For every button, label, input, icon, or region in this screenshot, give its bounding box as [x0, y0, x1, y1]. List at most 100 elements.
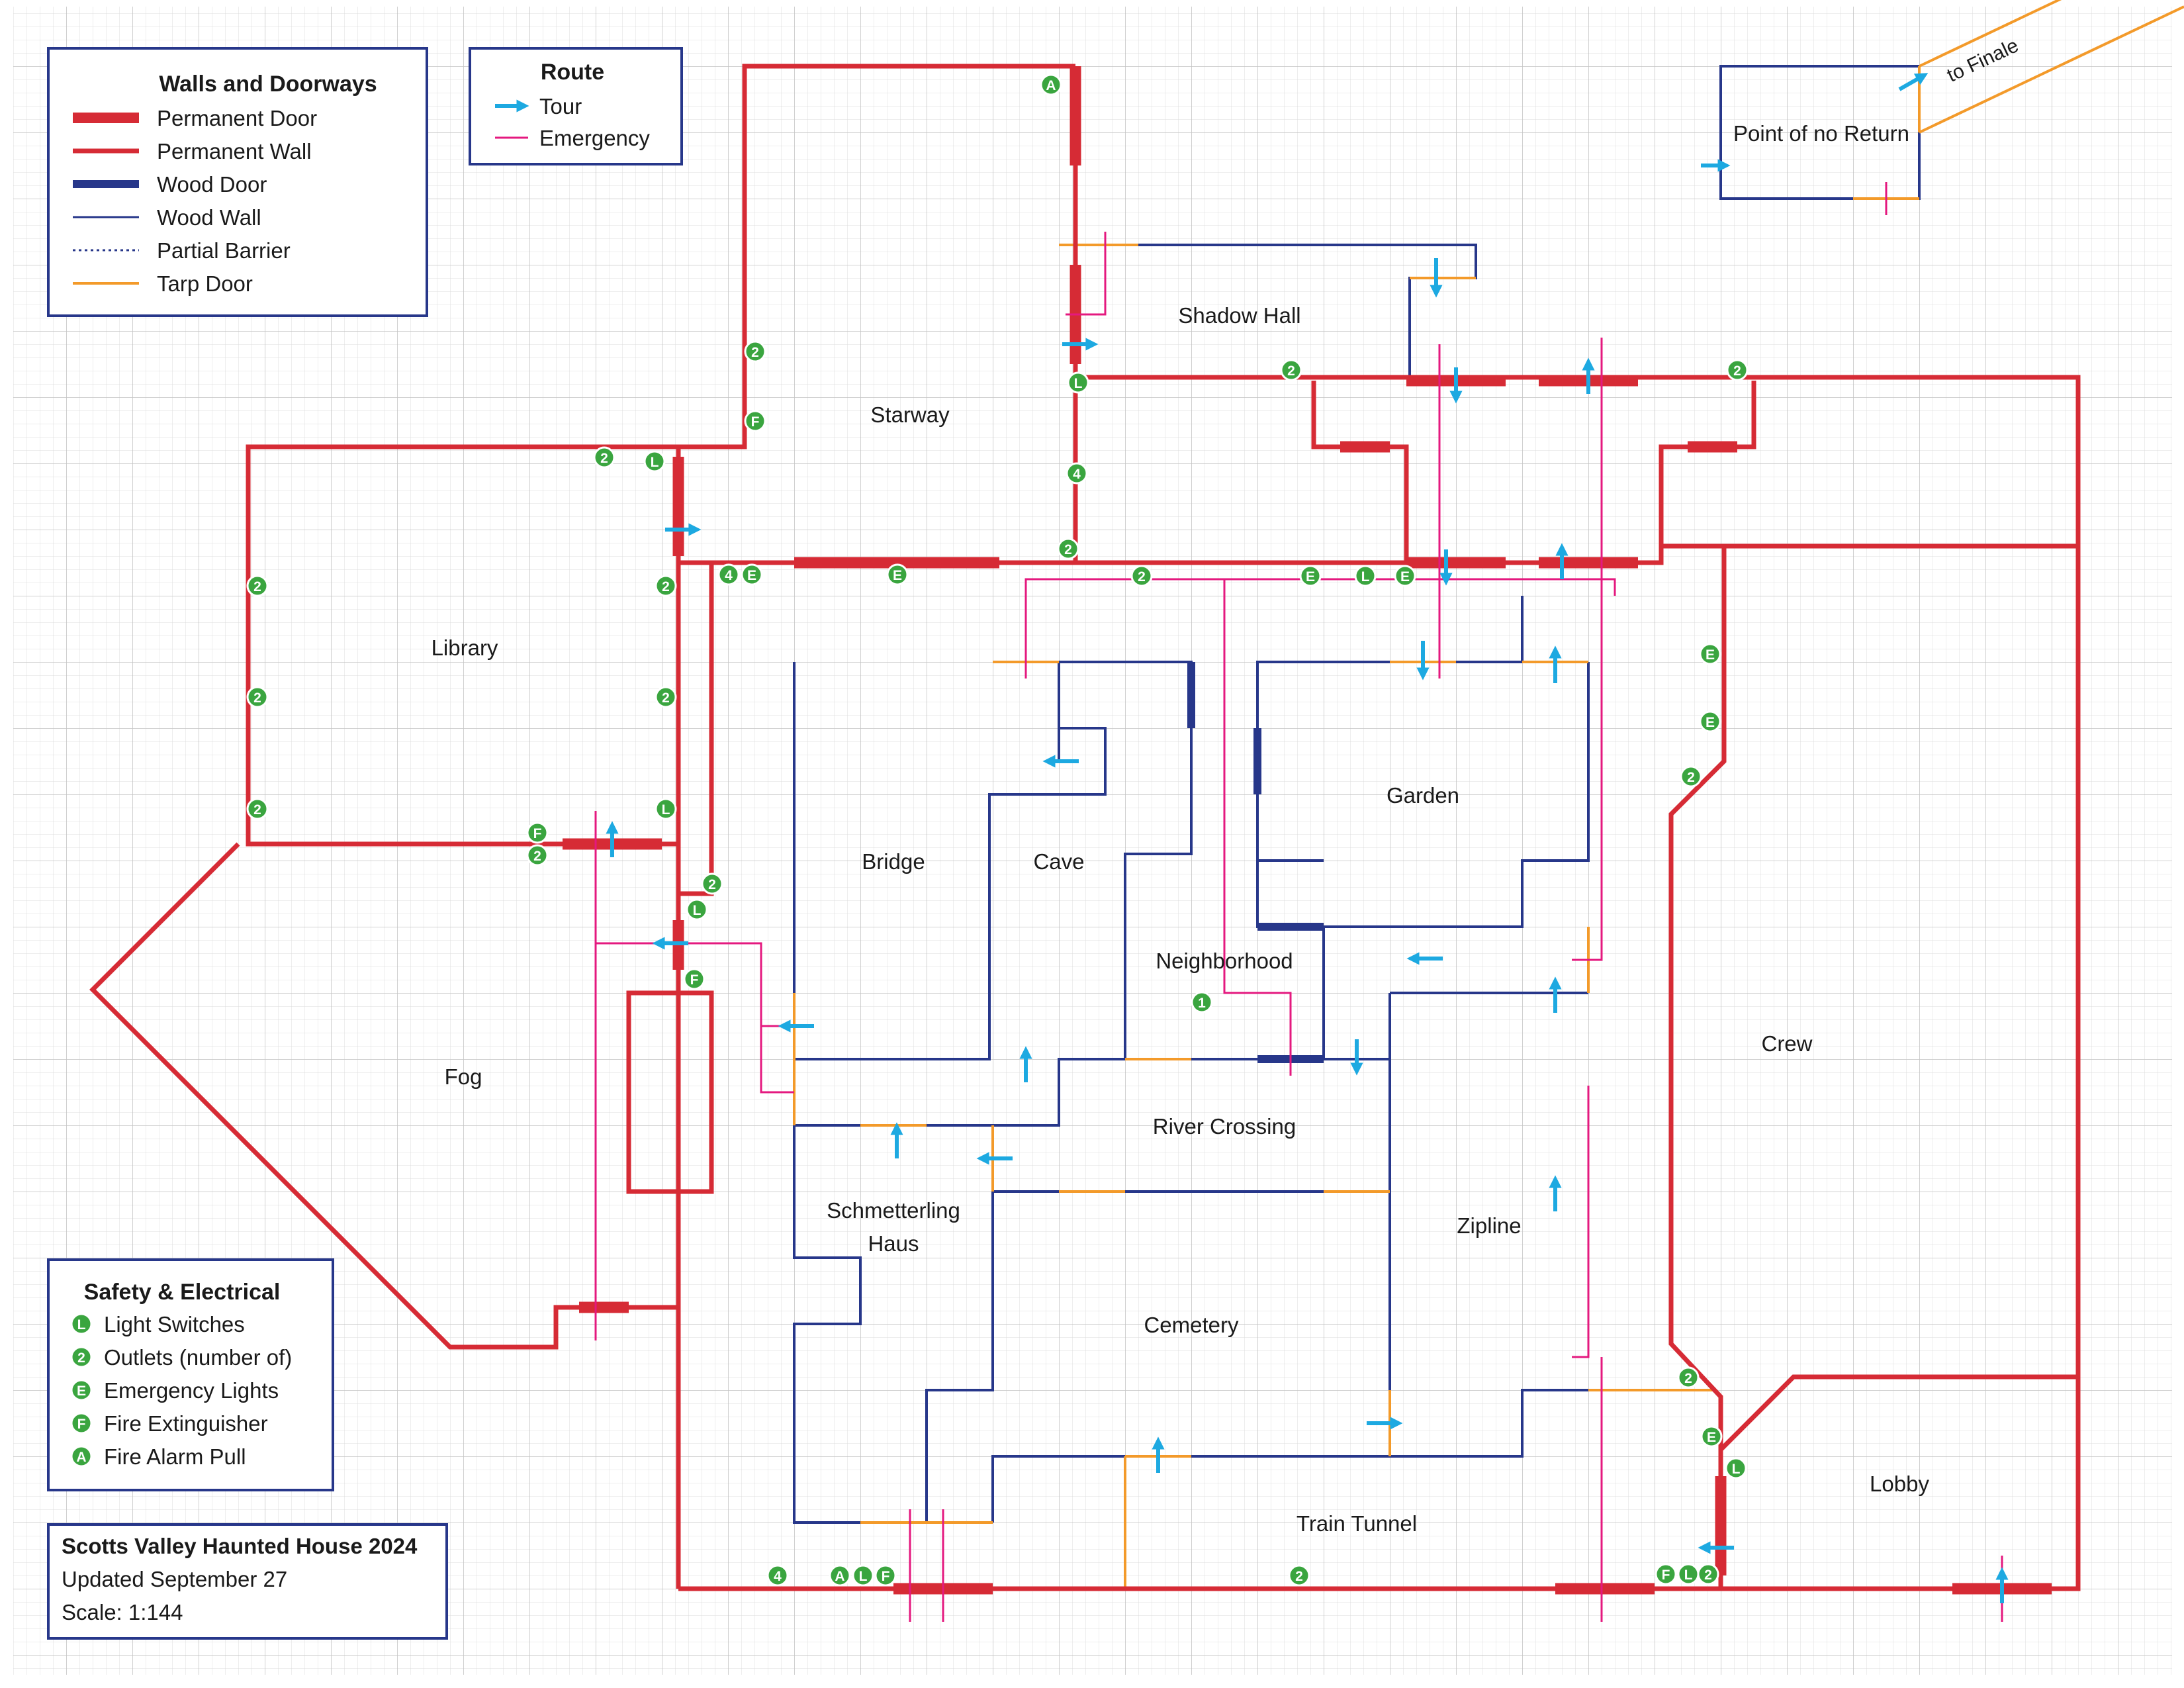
safety-badge-symbol: E	[747, 568, 756, 583]
safety-badge-symbol: L	[1732, 1462, 1741, 1477]
safety-badge: 2	[526, 844, 549, 867]
legend-item-wood-wall: Wood Wall	[157, 205, 261, 230]
safety-badge-symbol: A	[76, 1450, 86, 1465]
safety-badge-symbol: 2	[600, 451, 608, 466]
safety-badge-symbol: 2	[1684, 1371, 1692, 1386]
safety-badge-symbol: L	[77, 1317, 86, 1333]
legend-route: Route Tour Emergency	[469, 47, 683, 165]
safety-badge-symbol: E	[1306, 569, 1315, 585]
safety-badge: A	[829, 1564, 851, 1587]
safety-badge-symbol: 2	[253, 579, 261, 594]
room-label-cave: Cave	[1033, 849, 1084, 874]
room-label-schmetterling: Schmetterling	[827, 1198, 960, 1223]
safety-badge-symbol: 2	[1687, 770, 1695, 785]
safety-badge: L	[1725, 1457, 1747, 1479]
safety-badge-symbol: 2	[253, 802, 261, 818]
safety-badge-symbol: A	[835, 1569, 844, 1584]
safety-badge: F	[874, 1564, 897, 1587]
safety-badge-symbol: F	[751, 414, 760, 430]
safety-badge-symbol: 1	[1198, 996, 1206, 1011]
safety-badge-symbol: L	[693, 903, 702, 918]
safety-badge-symbol: 2	[1064, 542, 1072, 557]
safety-badge-symbol: 2	[1704, 1568, 1712, 1583]
safety-badge: 2	[744, 340, 766, 363]
legend-safety-item: Outlets (number of)	[104, 1345, 292, 1370]
legend-safety-item: Fire Alarm Pull	[104, 1444, 246, 1469]
legend-item-tarp-door: Tarp Door	[157, 271, 253, 296]
safety-badge-symbol: 2	[1287, 363, 1295, 379]
safety-badge-symbol: L	[1361, 569, 1370, 585]
safety-badge: 2	[1288, 1564, 1310, 1587]
safety-badge: E	[1699, 710, 1721, 733]
tour-arrow	[1898, 73, 1929, 91]
safety-badge-symbol: E	[1707, 1430, 1716, 1445]
safety-badge-symbol: 2	[253, 690, 261, 706]
safety-badge: 2	[246, 686, 269, 708]
tour-arrows	[606, 73, 2009, 1603]
safety-badge: E	[886, 563, 909, 586]
safety-badge-symbol: F	[77, 1417, 86, 1432]
safety-badge-symbol: L	[1684, 1568, 1693, 1583]
room-label-lobby: Lobby	[1870, 1472, 1929, 1496]
legend-safety-item: Emergency Lights	[104, 1378, 279, 1403]
safety-badge: 2	[1726, 359, 1749, 381]
safety-badge: L	[655, 798, 677, 820]
safety-badge: E	[1699, 643, 1721, 665]
room-label-library: Library	[432, 635, 498, 660]
room-label-cemetery: Cemetery	[1144, 1313, 1239, 1337]
room-labels: Point of no Return to Finale Shadow Hall…	[432, 34, 2023, 1536]
safety-badge: F	[70, 1412, 93, 1434]
safety-badge: F	[1655, 1563, 1677, 1585]
safety-badge: E	[70, 1379, 93, 1401]
safety-badge-symbol: F	[690, 972, 699, 988]
safety-badge: 2	[1130, 565, 1153, 587]
legend-walls-title: Walls and Doorways	[159, 71, 377, 97]
safety-badge: L	[1677, 1563, 1700, 1585]
safety-badge-symbol: 2	[1733, 363, 1741, 379]
safety-badge-symbol: 2	[77, 1350, 85, 1366]
info-scale: Scale: 1:144	[62, 1600, 183, 1624]
safety-badge: E	[741, 563, 763, 586]
safety-badge: A	[70, 1445, 93, 1468]
safety-badge-symbol: E	[1400, 569, 1410, 585]
safety-badge: 4	[1066, 462, 1088, 485]
legend-safety-item: Fire Extinguisher	[104, 1411, 268, 1436]
safety-badge: L	[70, 1313, 93, 1335]
safety-badge: L	[852, 1564, 874, 1587]
legend-route-title: Route	[541, 60, 604, 85]
safety-badge: L	[643, 450, 666, 473]
safety-badge: 4	[766, 1564, 789, 1587]
safety-badge-symbol: 2	[1295, 1569, 1303, 1584]
room-label-bridge: Bridge	[862, 849, 925, 874]
safety-badge: L	[1354, 565, 1377, 587]
safety-badge: E	[1299, 565, 1322, 587]
safety-badge-symbol: E	[1706, 715, 1715, 730]
legend-walls: Walls and Doorways Permanent Door Perman…	[47, 47, 428, 317]
safety-badge: L	[1067, 371, 1089, 394]
legend-safety-title: Safety & Electrical	[84, 1280, 281, 1305]
room-label-fog: Fog	[445, 1064, 482, 1089]
safety-badge-symbol: 4	[725, 568, 733, 583]
safety-badge-symbol: 2	[662, 579, 670, 594]
safety-badge: F	[744, 410, 766, 432]
safety-badge-symbol: 2	[662, 690, 670, 706]
legend-safety: Safety & Electrical L Light Switches 2 Outl…	[47, 1258, 334, 1491]
room-label-river-crossing: River Crossing	[1153, 1114, 1296, 1139]
legend-item-tour: Tour	[539, 94, 582, 118]
safety-badge: 4	[717, 563, 740, 586]
safety-badge: 2	[1280, 359, 1302, 381]
room-label-zipline: Zipline	[1457, 1213, 1521, 1238]
safety-badge-symbol: F	[882, 1569, 890, 1584]
legend-safety-item: Light Switches	[104, 1312, 245, 1336]
room-label-starway: Starway	[870, 402, 950, 427]
legend-item-emergency: Emergency	[539, 126, 650, 150]
safety-badge-symbol: L	[859, 1569, 868, 1584]
info-box-frame	[47, 1523, 448, 1640]
safety-badge: 2	[246, 798, 269, 820]
safety-badge: 2	[1677, 1366, 1700, 1389]
safety-badge-symbol: L	[1074, 376, 1083, 391]
room-label-neighborhood: Neighborhood	[1156, 949, 1293, 973]
safety-badge: 2	[701, 872, 723, 895]
safety-badge: F	[683, 968, 705, 990]
